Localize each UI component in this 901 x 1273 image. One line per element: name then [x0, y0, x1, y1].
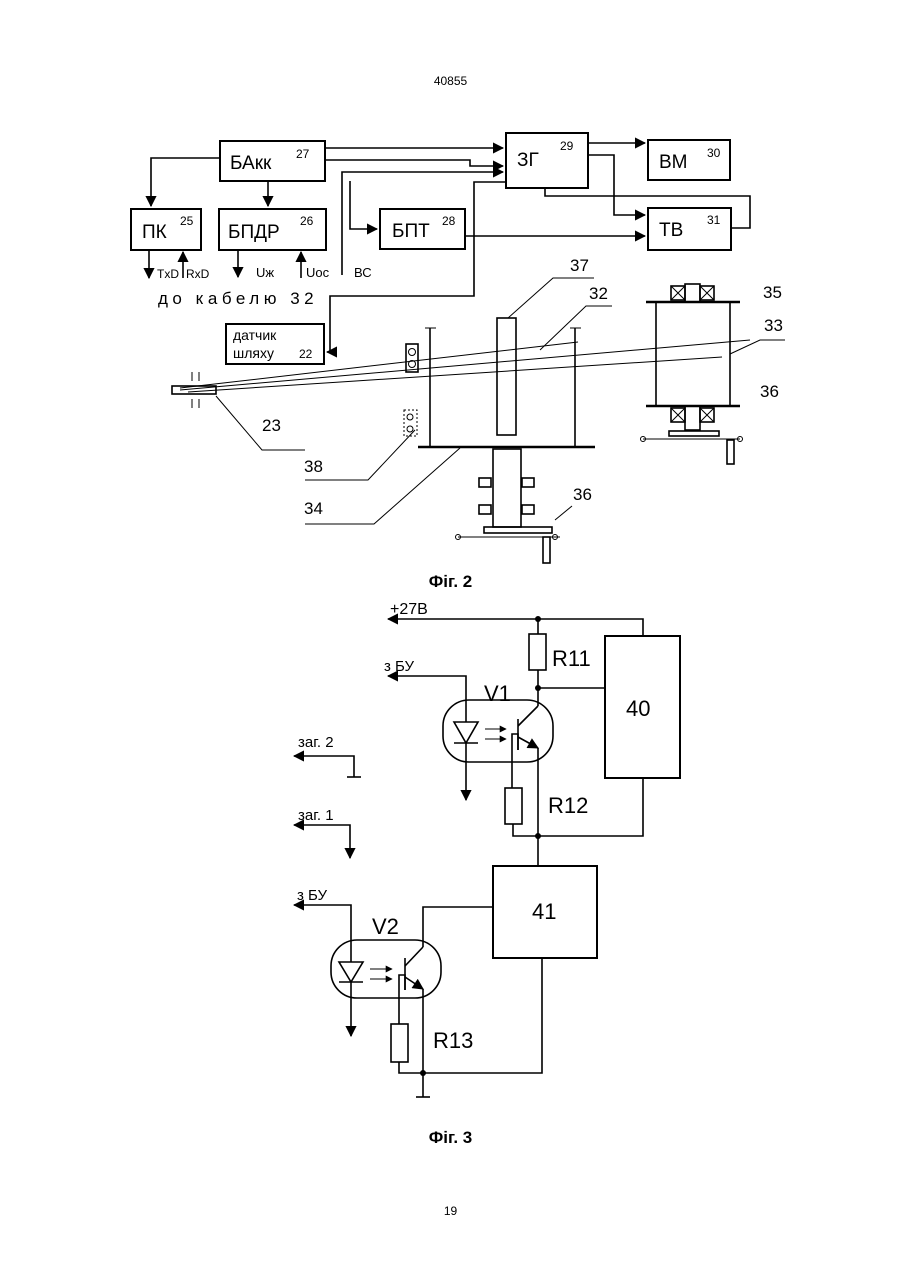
label-r11: R11 [552, 646, 591, 671]
ref-32: 32 [589, 284, 608, 303]
label-r13: R13 [433, 1028, 473, 1053]
cable-text: до кабелю 32 [158, 289, 318, 308]
label-to-bu-1: з БУ [384, 658, 415, 675]
block-tv-label: ТВ [659, 220, 683, 241]
label-block-40: 40 [626, 696, 650, 721]
ref-34: 34 [304, 499, 323, 518]
label-supply: +27В [390, 601, 428, 618]
resistor-r13 [391, 1024, 408, 1062]
ref-38: 38 [304, 457, 323, 476]
label-gnd-2: заг. 2 [298, 734, 334, 751]
v1-led [454, 722, 478, 743]
drum-35 [656, 302, 730, 406]
label-to-bu-2: з БУ [297, 887, 328, 904]
block-bakk: БАкк 27 [220, 141, 325, 181]
fig2-caption: Фіг. 2 [0, 572, 901, 592]
block-bakk-num: 27 [296, 147, 310, 161]
block-zg: ЗГ 29 [506, 133, 588, 188]
block-path-sensor: датчик шляху 22 [226, 324, 324, 364]
block-pk: ПК 25 [131, 209, 201, 250]
block-vm-num: 30 [707, 146, 721, 160]
sensor-num: 22 [299, 347, 313, 361]
label-r12: R12 [548, 793, 588, 818]
signal-rxd: RxD [186, 267, 210, 281]
block-bpt-label: БПТ [392, 221, 430, 242]
v2-led [339, 962, 363, 982]
block-tv-num: 31 [707, 213, 721, 227]
mast-37 [497, 318, 516, 435]
label-block-41: 41 [532, 899, 556, 924]
block-tv: ТВ 31 [648, 208, 731, 250]
block-bpt-num: 28 [442, 214, 456, 228]
ref-36-right: 36 [760, 382, 779, 401]
block-bpt: БПТ 28 [380, 209, 465, 249]
block-zg-label: ЗГ [517, 150, 539, 171]
fig2-diagram: БАкк 27 ЗГ 29 ВМ 30 ПК 25 БПДР 26 [131, 133, 785, 563]
block-bpdr: БПДР 26 [219, 209, 326, 250]
resistor-r11 [529, 634, 546, 670]
block-zg-num: 29 [560, 139, 574, 153]
signal-uzh: Uж [256, 265, 274, 280]
resistor-r12 [505, 788, 522, 824]
ref-23: 23 [262, 416, 281, 435]
sensor-line1: датчик [233, 327, 277, 343]
label-v1: V1 [484, 681, 511, 706]
block-bakk-label: БАкк [230, 153, 272, 174]
block-bpdr-label: БПДР [228, 222, 280, 243]
block-pk-label: ПК [142, 222, 167, 243]
ref-36-bottom: 36 [573, 485, 592, 504]
page-number: 19 [0, 1204, 901, 1218]
block-vm: ВМ 30 [648, 140, 730, 180]
block-bpdr-num: 26 [300, 214, 314, 228]
sensor-line2: шляху [233, 345, 274, 361]
label-gnd-1: заг. 1 [298, 807, 334, 824]
ref-35: 35 [763, 283, 782, 302]
block-pk-num: 25 [180, 214, 194, 228]
ref-33: 33 [764, 316, 783, 335]
signal-txd: TxD [157, 267, 179, 281]
signal-uos: Uос [306, 265, 330, 280]
block-vm-label: ВМ [659, 152, 688, 173]
ref-37: 37 [570, 256, 589, 275]
label-v2: V2 [372, 914, 399, 939]
fig3-caption: Фіг. 3 [0, 1128, 901, 1148]
signal-vs: ВС [354, 265, 372, 280]
